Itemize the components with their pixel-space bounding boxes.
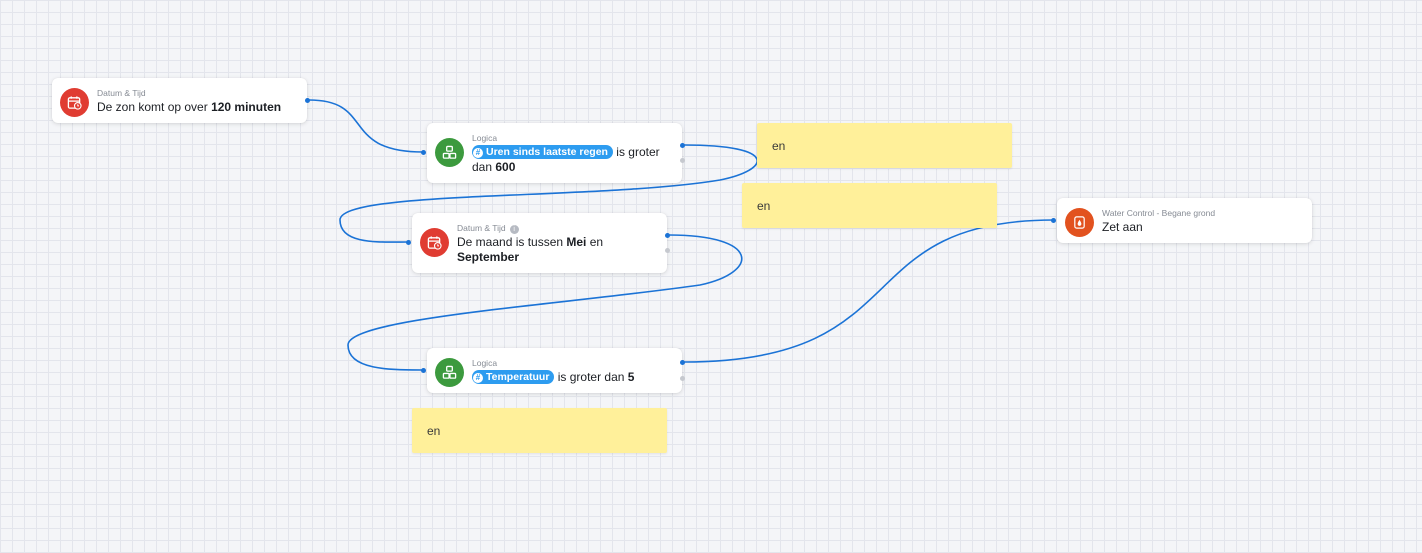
input-port[interactable]: [406, 240, 411, 245]
water-valve-icon: [1065, 208, 1094, 237]
flow-card-rain[interactable]: Logica #Uren sinds laatste regen is grot…: [421, 123, 685, 183]
calendar-clock-icon: [420, 228, 449, 257]
flow-card-sunrise[interactable]: Datum & Tijd De zon komt op over 120 min…: [52, 78, 310, 123]
card-condition: #Temperatuur is groter dan 5: [472, 370, 670, 385]
logic-blocks-icon: [435, 358, 464, 387]
wire-temperature-to-water[interactable]: [683, 219, 1055, 363]
input-port[interactable]: [1051, 218, 1056, 223]
card-condition: #Uren sinds laatste regen is groter dan …: [472, 145, 660, 174]
variable-token[interactable]: #Temperatuur: [472, 370, 555, 384]
flow-card-water-control[interactable]: Water Control - Begane grond Zet aan: [1051, 198, 1312, 243]
card-category: Datum & Tijd: [97, 88, 146, 98]
card-category: Logica: [472, 133, 498, 143]
variable-token[interactable]: #Uren sinds laatste regen: [472, 145, 613, 159]
sticky-note[interactable]: en: [757, 123, 1012, 168]
card-condition: De maand is tussen Mei en September: [457, 235, 604, 264]
output-false-port[interactable]: [680, 158, 685, 163]
input-port[interactable]: [421, 368, 426, 373]
card-action: Zet aan: [1102, 220, 1143, 234]
hash-icon: #: [473, 148, 483, 158]
wire-sunrise-to-rain[interactable]: [308, 99, 424, 153]
hash-icon: #: [473, 373, 483, 383]
output-port[interactable]: [305, 98, 310, 103]
sticky-note[interactable]: en: [742, 183, 997, 228]
flow-card-temperature[interactable]: Logica #Temperatuur is groter dan 5: [421, 348, 685, 393]
calendar-clock-icon: [60, 88, 89, 117]
input-port[interactable]: [421, 150, 426, 155]
output-false-port[interactable]: [680, 376, 685, 381]
info-icon[interactable]: i: [509, 225, 519, 234]
output-false-port[interactable]: [665, 248, 670, 253]
card-category: Logica: [472, 358, 498, 368]
logic-blocks-icon: [435, 138, 464, 167]
card-condition: De zon komt op over 120 minuten: [97, 100, 282, 114]
sticky-note[interactable]: en: [412, 408, 667, 453]
output-true-port[interactable]: [665, 233, 670, 238]
output-true-port[interactable]: [680, 360, 685, 365]
card-category: Water Control - Begane grond: [1102, 208, 1216, 218]
output-true-port[interactable]: [680, 143, 685, 148]
